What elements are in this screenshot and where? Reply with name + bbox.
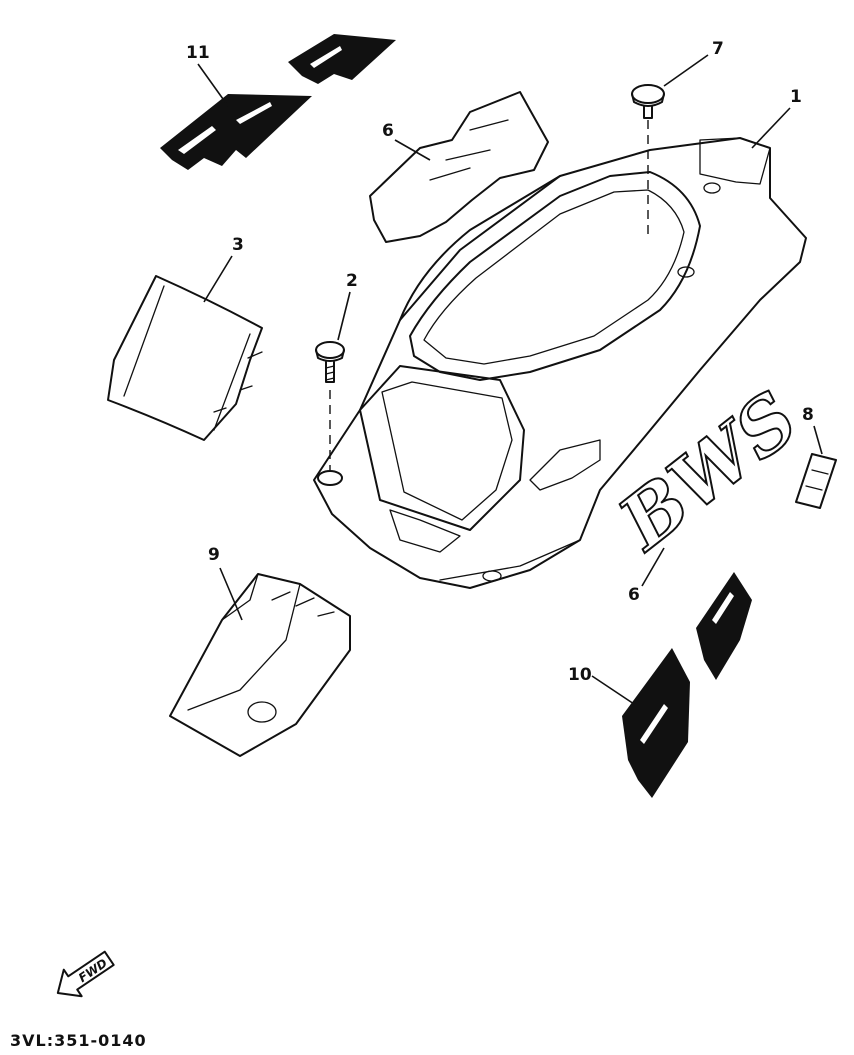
part-1-body-cover xyxy=(313,137,807,589)
callout-8: 8 xyxy=(802,405,814,425)
part-6-bws-decal: BWS xyxy=(602,375,815,569)
leader-lines xyxy=(197,54,823,705)
callout-9: 9 xyxy=(208,545,220,565)
callout-1: 1 xyxy=(790,87,802,107)
callout-10: 10 xyxy=(568,665,592,685)
callout-11: 11 xyxy=(186,43,210,63)
part-9-tray xyxy=(169,573,351,757)
part-11-stripe-decal xyxy=(160,34,396,170)
part-8-label xyxy=(795,453,837,509)
part-7-screw xyxy=(631,84,665,240)
part-6-decal-sheet xyxy=(369,91,549,243)
fwd-arrow-icon: FWD xyxy=(56,950,115,998)
callout-3: 3 xyxy=(232,235,244,255)
callout-labels: 1 2 3 6 6 7 8 9 10 11 xyxy=(186,39,814,685)
callout-7: 7 xyxy=(712,39,724,59)
part-3-lid xyxy=(107,275,263,441)
part-code: 3VL:351-0140 xyxy=(10,1031,147,1050)
part-2-screw xyxy=(315,341,345,470)
decal-bws-text: BWS xyxy=(603,376,814,568)
callout-6-top: 6 xyxy=(382,121,394,141)
callout-2: 2 xyxy=(346,271,358,291)
part-10-stripe-decal xyxy=(622,572,752,798)
callout-6-bottom: 6 xyxy=(628,585,640,605)
